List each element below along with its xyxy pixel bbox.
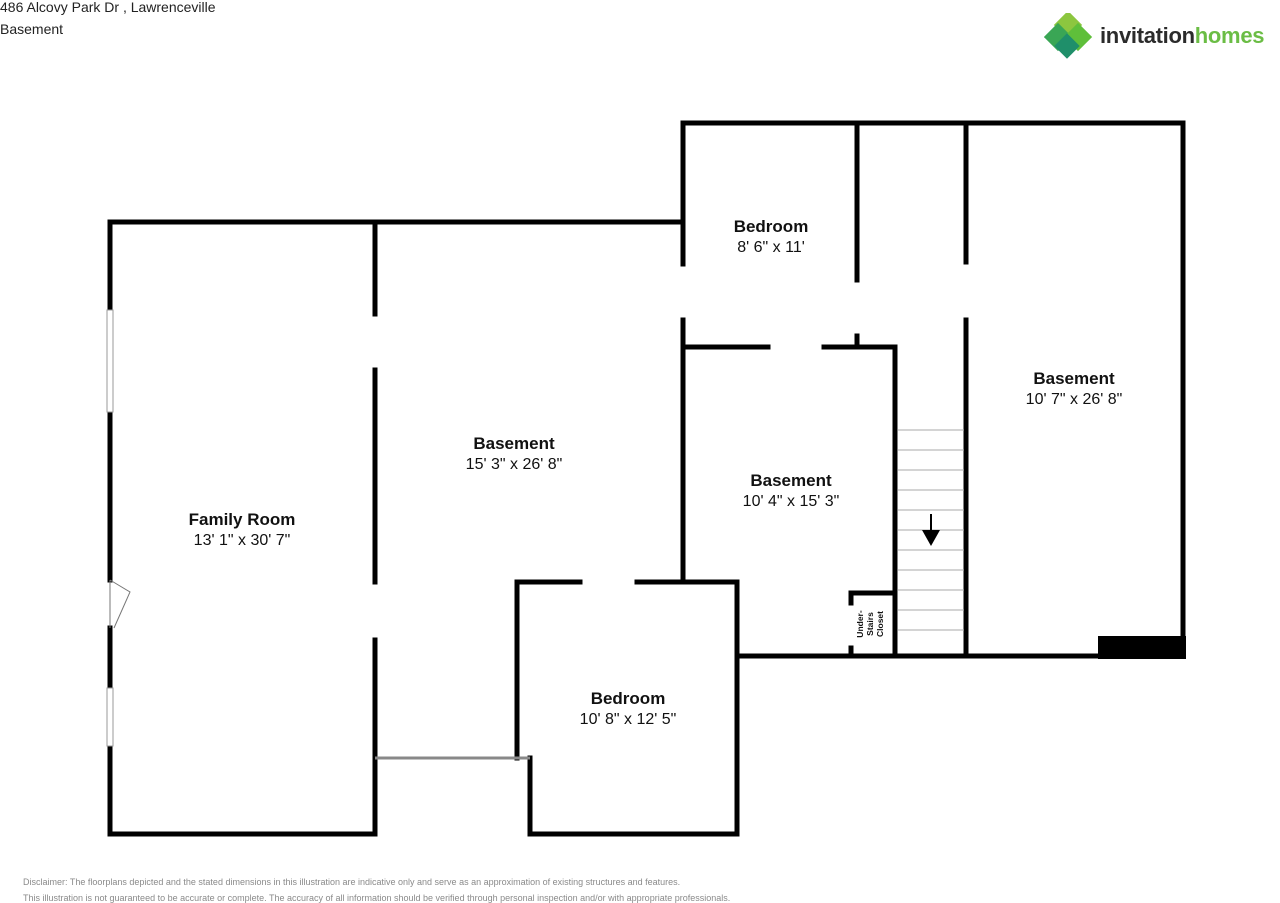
room-dims-family-room: 13' 1" x 30' 7" — [194, 532, 291, 549]
window — [106, 687, 114, 747]
logo-wordmark: invitationhomes — [1100, 23, 1265, 49]
closet-label-line3: Closet — [875, 611, 885, 637]
logo-word-homes: homes — [1194, 23, 1265, 48]
windows — [106, 309, 114, 747]
room-name-bedroom-top: Bedroom — [734, 217, 809, 236]
disclaimer-line-1: Disclaimer: The floorplans depicted and … — [23, 877, 681, 887]
property-address: 486 Alcovy Park Dr , Lawrenceville — [0, 0, 216, 15]
closet-label-line1: Under- — [855, 610, 865, 638]
window — [106, 309, 114, 413]
room-name-family-room: Family Room — [189, 510, 296, 529]
staircase — [898, 429, 964, 631]
room-name-bedroom-bottom: Bedroom — [591, 689, 666, 708]
arrow-down-icon — [922, 514, 940, 546]
room-name-basement-middle: Basement — [750, 471, 832, 490]
closet-label: Under- Stairs Closet — [855, 610, 885, 638]
room-name-basement-right: Basement — [1033, 369, 1115, 388]
disclaimer-line-2: This illustration is not guaranteed to b… — [23, 893, 731, 903]
room-dims-bedroom-bottom: 10' 8" x 12' 5" — [580, 711, 677, 728]
room-dims-basement-middle: 10' 4" x 15' 3" — [743, 493, 840, 510]
utility-block — [1098, 636, 1186, 659]
room-name-basement-center: Basement — [473, 434, 555, 453]
room-dims-basement-center: 15' 3" x 26' 8" — [466, 456, 563, 473]
invitation-homes-logo: invitationhomes — [1043, 10, 1280, 59]
logo-word-invitation: invitation — [1100, 23, 1195, 48]
logo-mark-icon — [1043, 10, 1093, 59]
room-dims-basement-right: 10' 7" x 26' 8" — [1026, 391, 1123, 408]
floor-level-label: Basement — [0, 21, 64, 37]
closet-label-line2: Stairs — [865, 612, 875, 636]
door-swing-icon — [109, 579, 131, 629]
room-dims-bedroom-top: 8' 6" x 11' — [737, 239, 805, 256]
